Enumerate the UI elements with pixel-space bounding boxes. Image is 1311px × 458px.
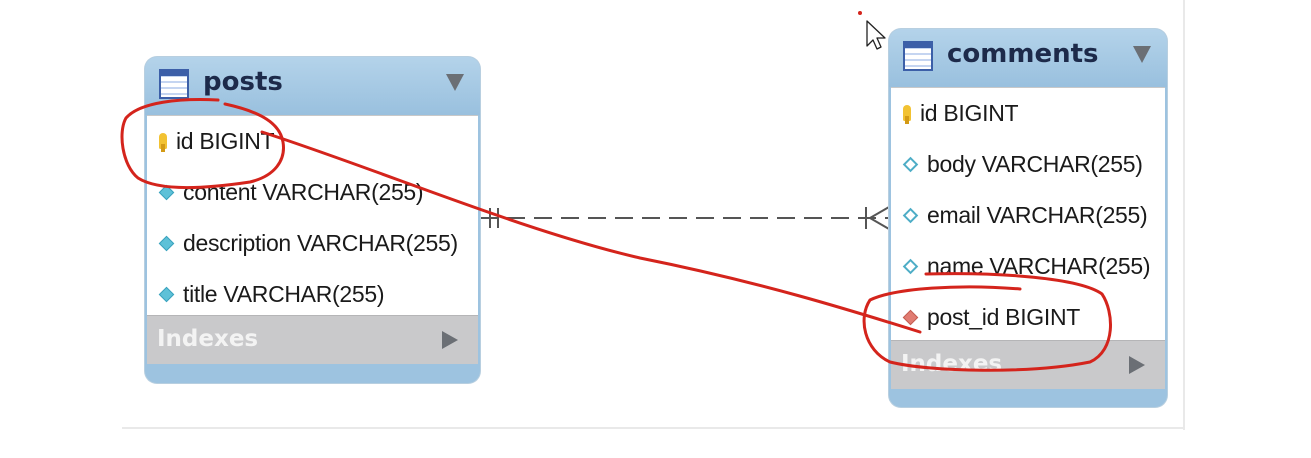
expand-arrow-icon[interactable]: [442, 331, 458, 349]
column-list: id BIGINT body VARCHAR(255) email VARCHA…: [891, 87, 1165, 341]
column-label: title VARCHAR(255): [183, 280, 385, 307]
column-row[interactable]: id BIGINT: [891, 88, 1165, 138]
column-row[interactable]: body VARCHAR(255): [891, 139, 1165, 189]
column-label: post_id BIGINT: [927, 303, 1081, 330]
collapse-arrow-icon[interactable]: [1133, 46, 1151, 63]
primary-key-icon: [903, 105, 911, 124]
column-label: email VARCHAR(255): [927, 201, 1148, 228]
table-icon: [903, 41, 933, 71]
collapse-arrow-icon[interactable]: [446, 74, 464, 91]
indexes-section[interactable]: Indexes: [891, 340, 1165, 389]
column-label: description VARCHAR(255): [183, 229, 458, 256]
primary-key-icon: [159, 133, 167, 152]
crowfoot-upper: [869, 206, 890, 219]
column-row[interactable]: description VARCHAR(255): [147, 218, 478, 268]
mouse-cursor-icon: [866, 20, 886, 50]
column-row[interactable]: id BIGINT: [147, 116, 478, 166]
canvas-border-bottom: [122, 427, 1185, 429]
canvas-border-right: [1183, 0, 1185, 430]
column-row[interactable]: title VARCHAR(255): [147, 269, 478, 319]
column-row[interactable]: content VARCHAR(255): [147, 167, 478, 217]
column-label: id BIGINT: [920, 99, 1019, 126]
entity-header[interactable]: posts: [145, 57, 480, 115]
annotation-circle-posts-id: [120, 98, 285, 189]
indexes-label: Indexes: [157, 326, 259, 352]
entity-title: posts: [203, 67, 283, 97]
entity-comments[interactable]: comments id BIGINT body VARCHAR(255) ema…: [889, 29, 1167, 407]
annotation-dot: [858, 11, 862, 15]
indexes-section[interactable]: Indexes: [147, 315, 478, 364]
crowfoot-lower: [869, 217, 890, 230]
annotation-circle-comments-post-id: [862, 272, 1112, 372]
column-label: id BIGINT: [176, 127, 275, 154]
table-icon: [159, 69, 189, 99]
annotation-connector-line: [260, 130, 922, 334]
column-label: content VARCHAR(255): [183, 178, 424, 205]
expand-arrow-icon[interactable]: [1129, 356, 1145, 374]
indexes-label: Indexes: [901, 351, 1003, 377]
entity-title: comments: [947, 39, 1099, 69]
entity-header[interactable]: comments: [889, 29, 1167, 87]
column-row[interactable]: email VARCHAR(255): [891, 190, 1165, 240]
column-row[interactable]: post_id BIGINT: [891, 292, 1165, 342]
column-label: body VARCHAR(255): [927, 150, 1143, 177]
